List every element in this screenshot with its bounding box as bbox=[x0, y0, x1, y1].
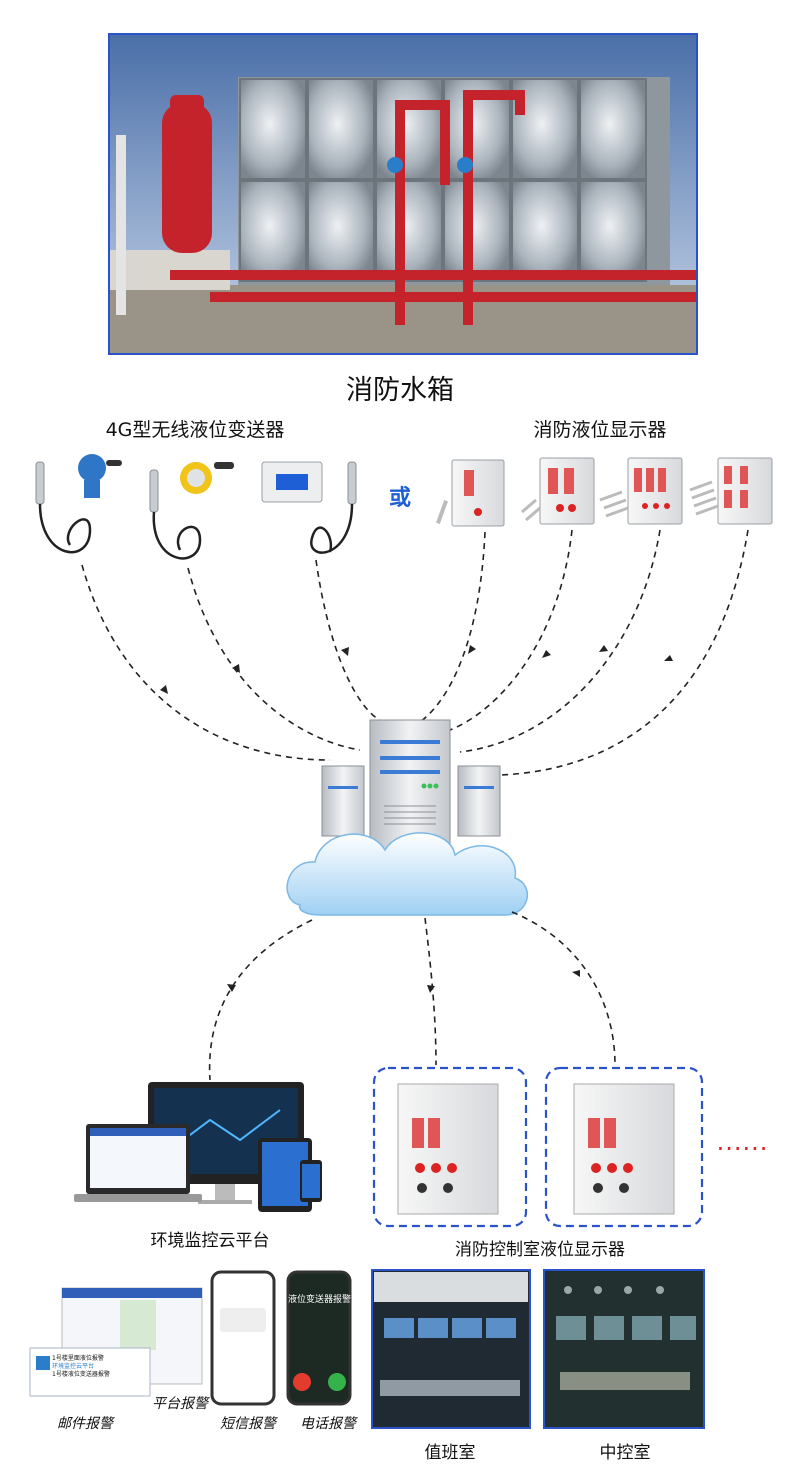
duty-room-photo bbox=[371, 1269, 531, 1429]
cabinet-frame-1 bbox=[372, 1066, 528, 1228]
monitoring-devices bbox=[74, 1082, 322, 1212]
platform-alarm-label: 平台报警 bbox=[152, 1396, 208, 1412]
cabinet-label: 消防控制室液位显示器 bbox=[455, 1240, 625, 1260]
email-alarm-label: 邮件报警 bbox=[57, 1416, 113, 1432]
transmitter-probe-1 bbox=[35, 461, 92, 554]
level-display-4 bbox=[689, 457, 773, 525]
transmitter-head-blue bbox=[78, 454, 122, 498]
email-card bbox=[29, 1347, 151, 1397]
transmitter-probe-2 bbox=[149, 469, 202, 560]
email-card-text: 1号楼里面液位报警 环境监控云平台 1号楼液位变送器报警 bbox=[52, 1355, 110, 1378]
server-right bbox=[457, 765, 501, 837]
or-label: 或 bbox=[388, 486, 411, 511]
sms-alarm-label: 短信报警 bbox=[220, 1416, 276, 1432]
cabinet-frame-2 bbox=[544, 1066, 704, 1228]
more-dots: ...... bbox=[716, 1128, 769, 1156]
call-title: 液位变送器报警 bbox=[288, 1295, 352, 1305]
transmitter-head-yellow bbox=[180, 462, 234, 494]
cloud-icon bbox=[286, 832, 529, 916]
cloud-platform-label: 环境监控云平台 bbox=[150, 1231, 270, 1251]
water-tank-photo bbox=[108, 33, 698, 355]
level-display-1 bbox=[436, 459, 505, 527]
transmitter-probe-3 bbox=[310, 461, 357, 554]
central-room-label: 中控室 bbox=[599, 1443, 651, 1463]
duty-room-label: 值班室 bbox=[424, 1443, 476, 1463]
central-room-photo bbox=[543, 1269, 705, 1429]
cabinet-1 bbox=[397, 1083, 499, 1215]
phone-alarm-label: 电话报警 bbox=[300, 1416, 356, 1432]
level-display-3 bbox=[599, 457, 683, 525]
level-display-2 bbox=[521, 457, 595, 525]
call-phone bbox=[286, 1270, 352, 1406]
diagram-title: 消防水箱 bbox=[346, 375, 454, 406]
cabinet-2 bbox=[573, 1083, 675, 1215]
display-group-label: 消防液位显示器 bbox=[533, 419, 667, 441]
transmitter-group-label: 4G型无线液位变送器 bbox=[105, 419, 285, 441]
transmitter-box-white bbox=[261, 461, 323, 503]
server-left bbox=[321, 765, 365, 837]
sms-phone bbox=[210, 1270, 276, 1406]
